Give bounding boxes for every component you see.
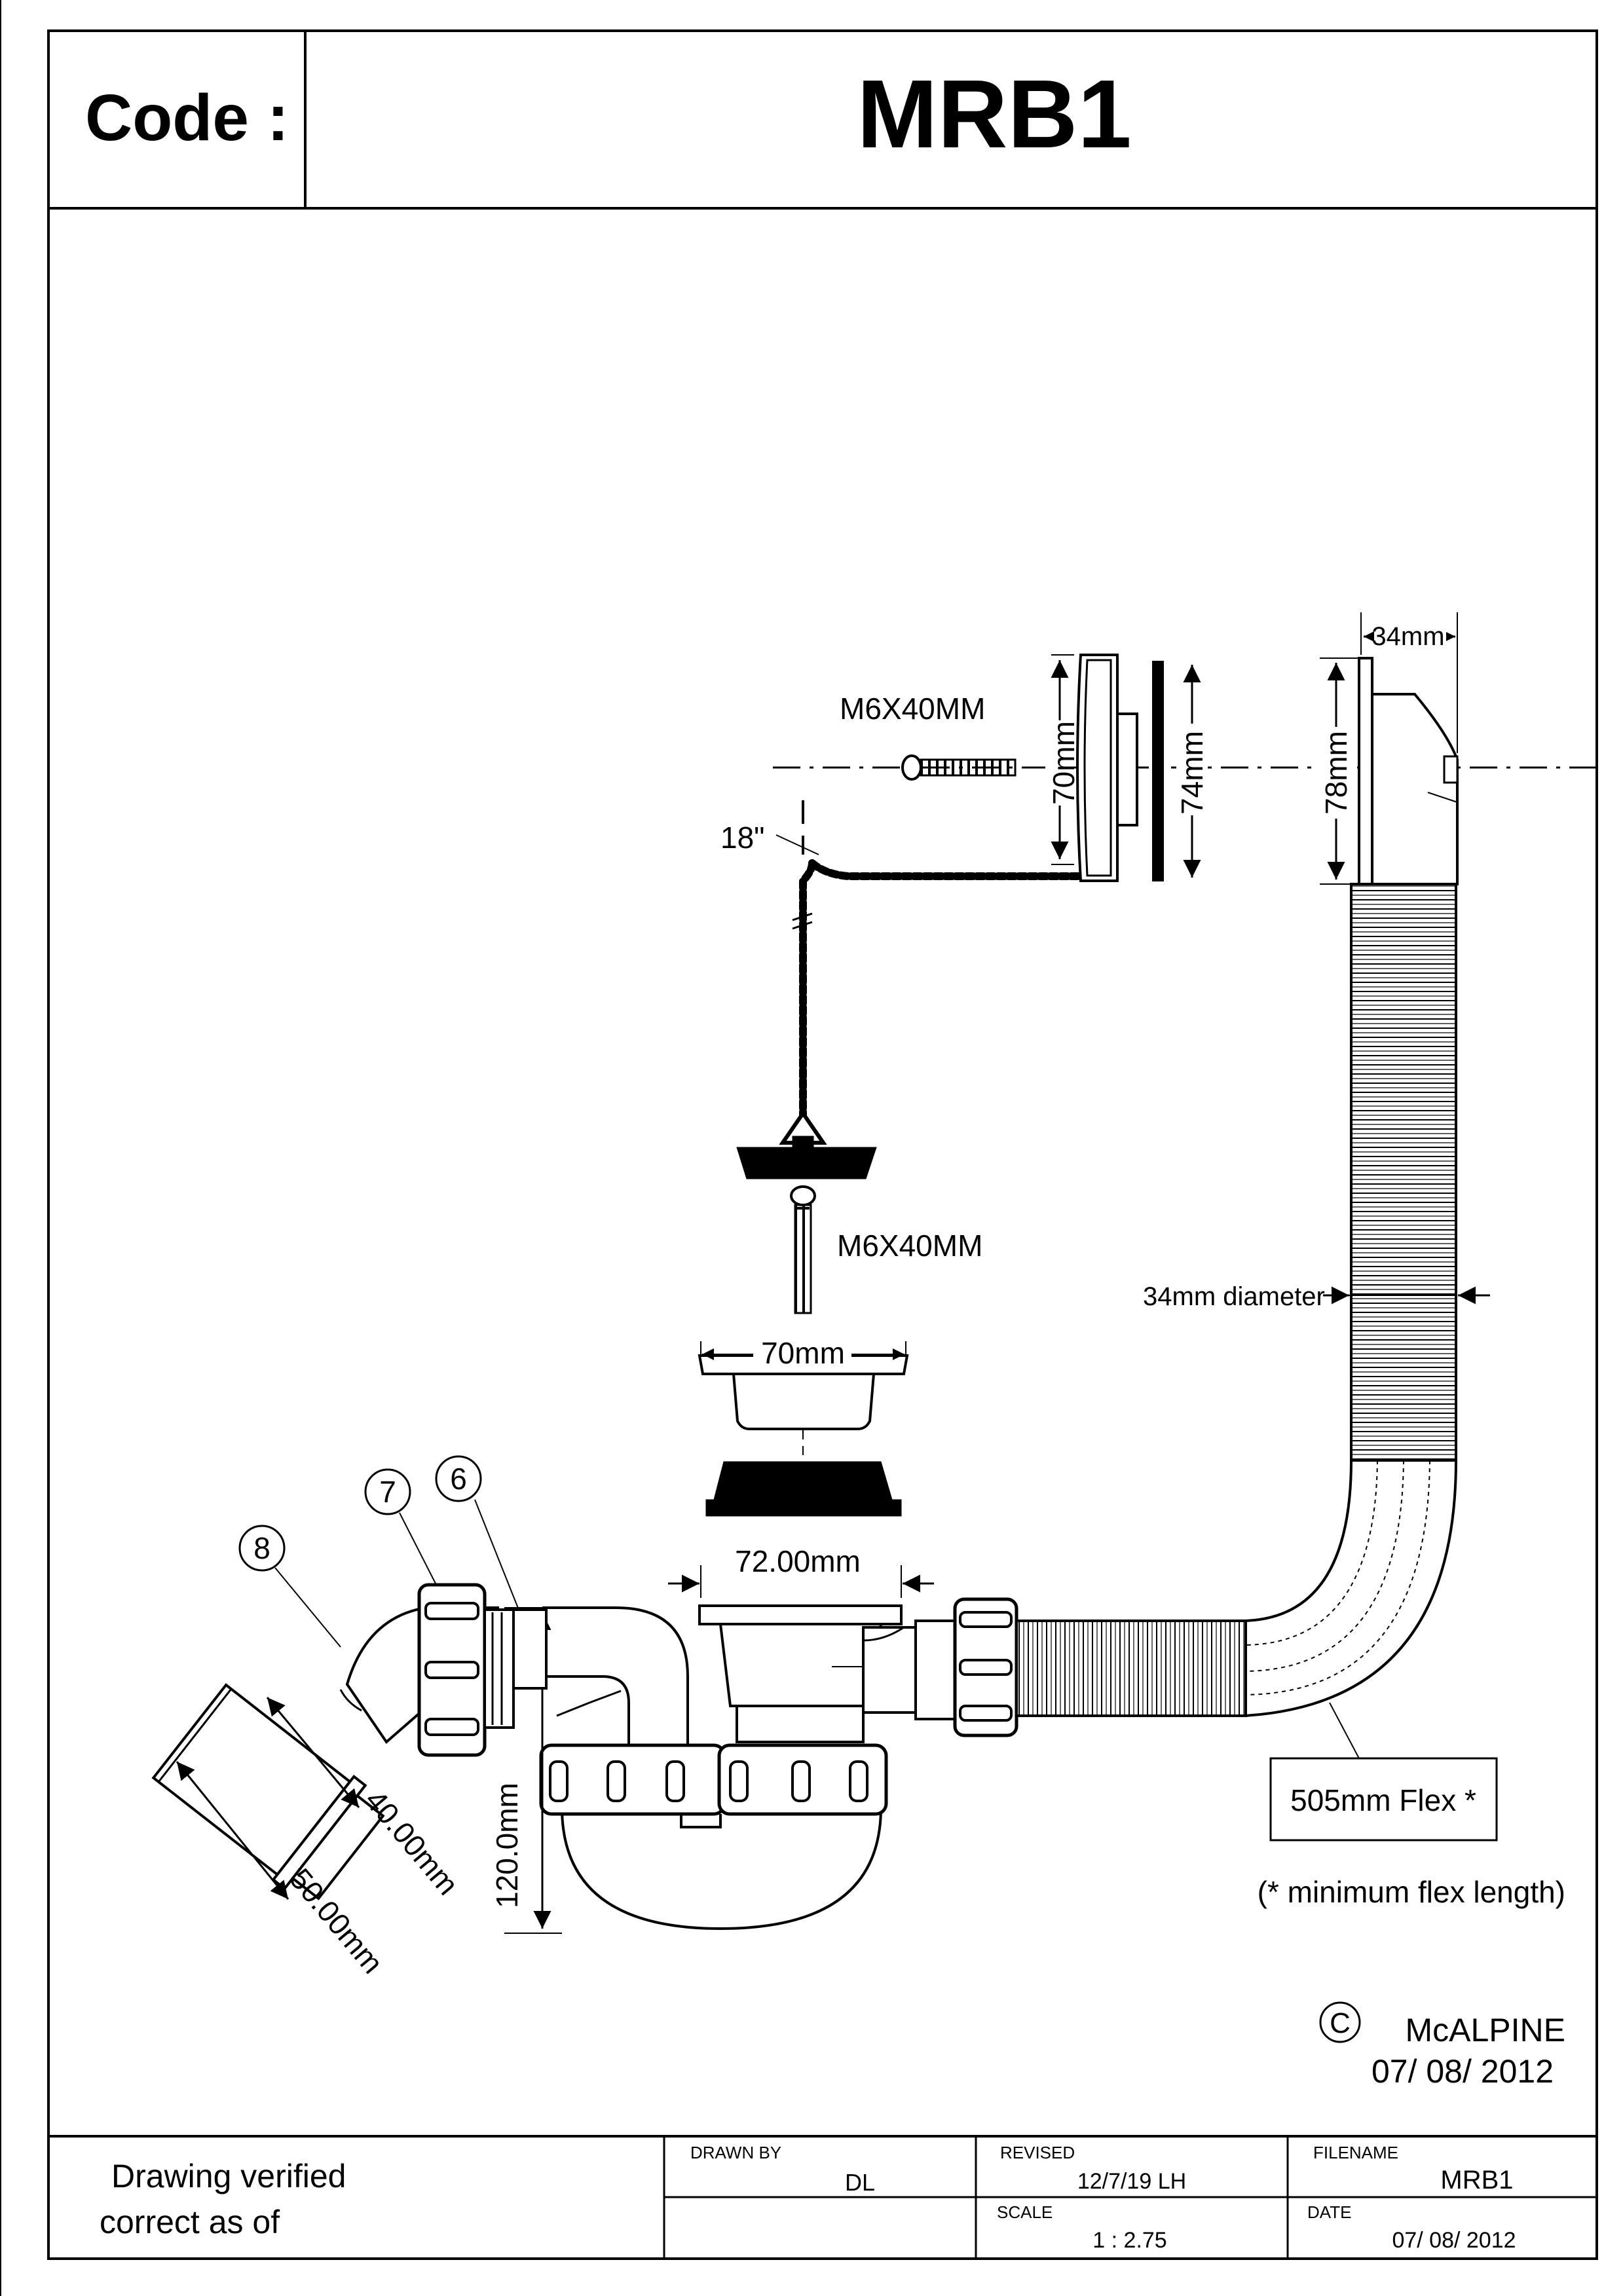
overflow-gasket: [1152, 661, 1164, 881]
date-label: DATE: [1307, 2202, 1351, 2222]
trap-riser: [542, 1606, 689, 1747]
date-value: 07/ 08/ 2012: [1392, 2228, 1516, 2253]
header: Code : MRB1: [85, 60, 1132, 168]
trap-height: 120.0mm: [490, 1783, 524, 1908]
revised-value: 12/7/19 LH: [1077, 2169, 1186, 2194]
verified-line2: correct as of: [100, 2204, 280, 2240]
filename-label: FILENAME: [1313, 2143, 1398, 2162]
outlet-outer: 50.00mm: [283, 1862, 390, 1980]
scale-label: SCALE: [997, 2202, 1053, 2222]
callout-8: 8: [253, 1531, 270, 1565]
screw-top-label: M6X40MM: [840, 692, 985, 726]
overflow-plate: [1076, 654, 1138, 882]
screw-bottom-label: M6X40MM: [837, 1229, 982, 1263]
waste-body-width: 72.00mm: [735, 1544, 861, 1578]
flex-note: (* minimum flex length): [1258, 1875, 1565, 1909]
flex-union-nut: [953, 1597, 1018, 1737]
callout-6: 6: [450, 1462, 467, 1496]
plug-chain: 18": [720, 821, 1085, 1140]
manufacturer: McALPINE: [1405, 2012, 1565, 2048]
waste-washer: [705, 1461, 902, 1517]
dim-waste-body: 72.00mm: [668, 1544, 934, 1598]
dim-overflow-gasket: 74mm: [1175, 665, 1209, 878]
callouts: 8 7 6: [238, 1455, 519, 1648]
waste-screw: [790, 1185, 816, 1314]
outlet-inner: 40.00mm: [358, 1783, 465, 1901]
title-block: Drawing verified correct as of DRAWN BY …: [48, 2135, 1597, 2259]
flex-length-box: 505mm Flex * (* minimum flex length): [1258, 1702, 1565, 1909]
flex-diameter: 34mm diameter: [1143, 1282, 1325, 1311]
code-value: MRB1: [857, 60, 1131, 168]
dim-overflow-body: 78mm 34mm: [1319, 612, 1458, 885]
waste-outlet-side: [862, 1620, 956, 1720]
verified-line1: Drawing verified: [111, 2158, 346, 2194]
drawing-date: 07/ 08/ 2012: [1371, 2053, 1554, 2090]
trap-bend: [561, 1807, 882, 1931]
trap-nut-left: [539, 1743, 726, 1816]
dim-flex-diameter: 34mm diameter: [1143, 1282, 1490, 1311]
dim-overflow-plate: 70mm: [1045, 654, 1081, 865]
drawn-by-value: DL: [845, 2169, 875, 2196]
bath-plug: [736, 1109, 877, 1179]
outlet-union-nut: [417, 1583, 487, 1757]
flex-length: 505mm Flex *: [1290, 1783, 1476, 1817]
scale-value: 1 : 2.75: [1092, 2228, 1166, 2253]
outlet-union-thread: [483, 1608, 548, 1729]
overflow-body-height: 78mm: [1319, 731, 1353, 815]
overflow-gasket-height: 74mm: [1175, 731, 1209, 815]
callout-7: 7: [379, 1475, 396, 1509]
overflow-plate-height: 70mm: [1047, 721, 1081, 805]
overflow-body-depth: 34mm: [1371, 622, 1444, 651]
revised-label: REVISED: [1000, 2143, 1075, 2162]
trap-nut-right: [717, 1743, 888, 1816]
centre-lines: [773, 766, 1597, 1676]
waste-flange: 70mm: [698, 1336, 909, 1430]
overflow-screw: [901, 754, 1017, 781]
waste-body: [698, 1604, 903, 1743]
drawn-by-label: DRAWN BY: [690, 2143, 781, 2162]
overflow-body: [1358, 657, 1459, 885]
flex-hose: [1015, 883, 1458, 1717]
outlet-pipe: [151, 1683, 385, 1900]
copyright-symbol: C: [1330, 2007, 1351, 2039]
chain-length: 18": [720, 821, 765, 855]
code-label: Code :: [85, 81, 289, 155]
flange-diameter: 70mm: [761, 1336, 845, 1370]
filename-value: MRB1: [1440, 2166, 1513, 2194]
copyright: C McALPINE 07/ 08/ 2012: [1319, 2001, 1565, 2090]
